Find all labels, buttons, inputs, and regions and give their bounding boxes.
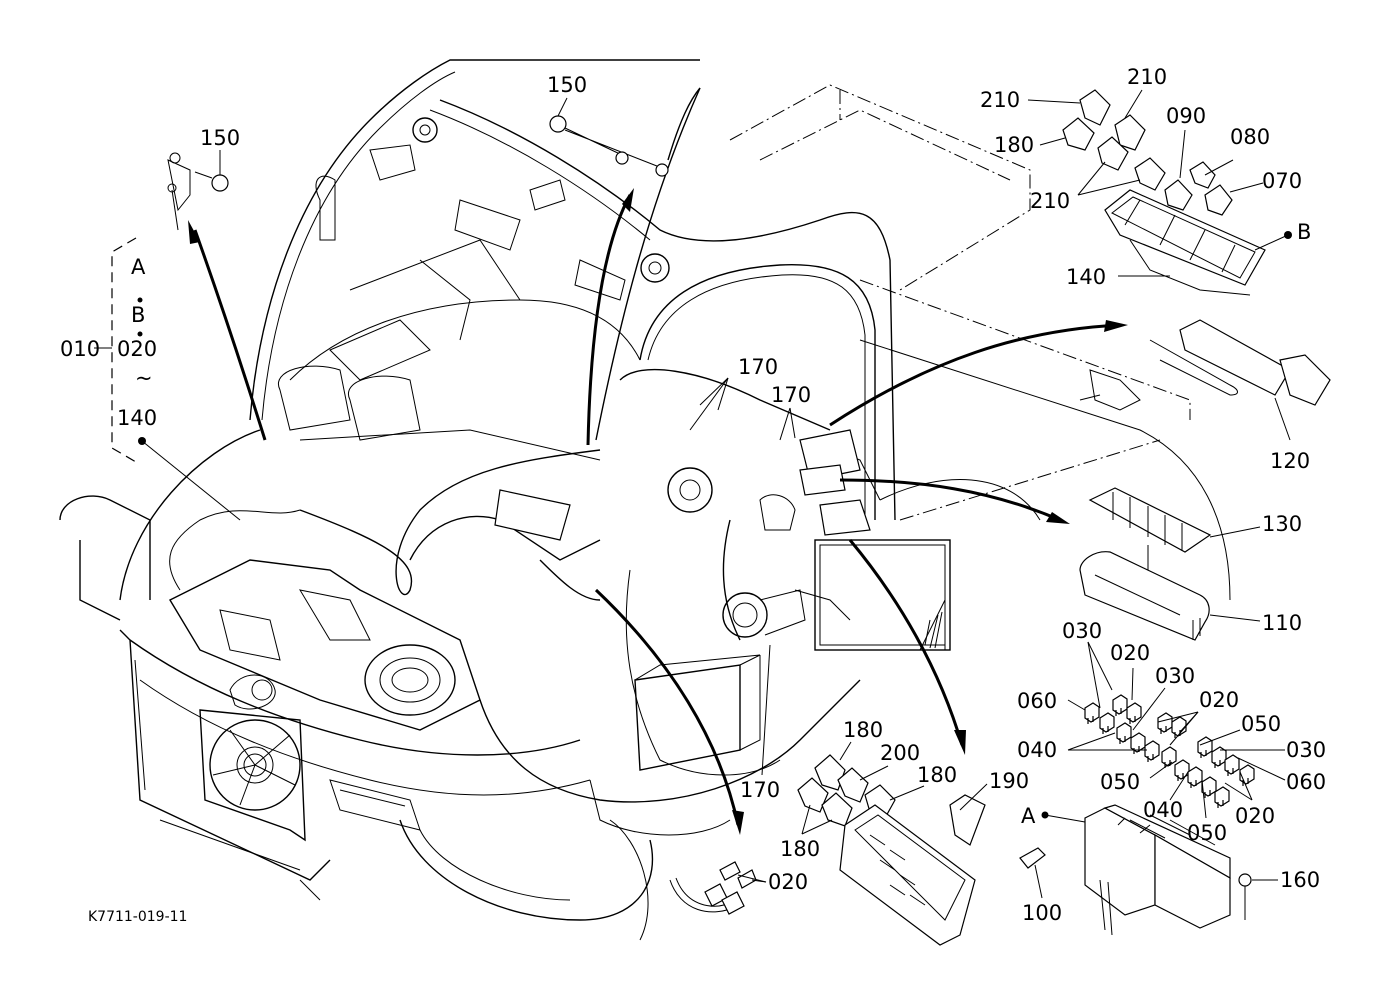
callout-leaders [219, 89, 1292, 776]
group-item-tilde: ~ [135, 366, 153, 390]
vehicle-body-drawing [59, 59, 1231, 941]
callout-090: 090 [1166, 104, 1206, 128]
mini-fuse-icon [1214, 786, 1230, 808]
callout-030-c: 030 [1286, 738, 1326, 762]
inline-fuse-box-drawing [494, 429, 871, 541]
group-bracket-010: 010 A B 020 ~ 140 [60, 237, 241, 521]
mini-fuse-icon [1239, 764, 1255, 786]
group-label-010: 010 [60, 337, 100, 361]
radiator-fan-drawing [199, 709, 306, 842]
group-item-a: A [131, 255, 146, 279]
callout-170-c: 170 [740, 778, 780, 802]
arrow-head [188, 220, 200, 244]
callout-040-b: 040 [1143, 798, 1183, 822]
callout-050-c: 050 [1187, 821, 1227, 845]
callout-180-c: 180 [917, 763, 957, 787]
ground-bolt-top [549, 115, 669, 177]
callout-060-b: 060 [1286, 770, 1326, 794]
mini-fuse-icon [1187, 766, 1203, 788]
callout-a: A [1021, 804, 1036, 828]
relay-cluster-a [669, 754, 1252, 946]
relay-cluster-b [1062, 89, 1331, 406]
separator-dot [137, 331, 143, 337]
radiator-drawing [814, 539, 951, 651]
callout-190: 190 [989, 769, 1029, 793]
callout-020-c: 020 [1235, 804, 1275, 828]
group-item-140: 140 [117, 406, 157, 430]
callout-150-left: 150 [200, 126, 240, 150]
callout-020-d: 020 [768, 870, 808, 894]
callout-030-a: 030 [1062, 619, 1102, 643]
callout-070: 070 [1262, 169, 1302, 193]
callout-130: 130 [1262, 512, 1302, 536]
callout-150-top: 150 [547, 73, 587, 97]
mini-fuse-icon [1126, 702, 1142, 724]
main-harness-drawing [169, 368, 1141, 776]
battery-drawing [634, 654, 761, 771]
engine-components-drawing [667, 467, 806, 638]
mini-fuse-icon [1116, 722, 1132, 744]
callout-200: 200 [880, 741, 920, 765]
mini-fuse-icon [1174, 759, 1190, 781]
callout-040-a: 040 [1017, 738, 1057, 762]
mini-fuse-icon [1144, 740, 1160, 762]
fuse-cover-parts [1079, 487, 1212, 641]
callout-050-a: 050 [1241, 712, 1281, 736]
mini-fuse-icon [1130, 732, 1146, 754]
mini-fuse-icon [1112, 694, 1128, 716]
group-item-020: 020 [117, 337, 157, 361]
group-item-b: B [131, 303, 145, 327]
callout-170-a: 170 [738, 355, 778, 379]
callout-060-a: 060 [1017, 689, 1057, 713]
mini-fuse-icon [1157, 712, 1173, 734]
heater-assembly-drawing [169, 559, 481, 731]
mini-fuse-icon [1084, 702, 1100, 724]
callout-210-b: 210 [1127, 65, 1167, 89]
mini-fuse-icon [1161, 746, 1177, 768]
callout-b: B [1297, 220, 1311, 244]
mini-fuse-cluster [1084, 694, 1255, 808]
ground-bolt-left [167, 152, 229, 231]
mini-fuse-icon [1201, 776, 1217, 798]
mini-fuse-icon [1224, 754, 1240, 776]
callout-180-d: 180 [780, 837, 820, 861]
callout-120: 120 [1270, 449, 1310, 473]
callout-160: 160 [1280, 868, 1320, 892]
drawing-code: K7711-019-11 [88, 909, 187, 925]
callout-050-b: 050 [1100, 770, 1140, 794]
callout-140: 140 [1066, 265, 1106, 289]
callout-170-b: 170 [771, 383, 811, 407]
separator-dot [137, 297, 143, 303]
callout-110: 110 [1262, 611, 1302, 635]
callout-080: 080 [1230, 125, 1270, 149]
mini-fuse-icon [1197, 736, 1213, 758]
callout-020-b: 020 [1199, 688, 1239, 712]
callout-180-b: 180 [843, 718, 883, 742]
callout-020-a: 020 [1110, 641, 1150, 665]
callout-210-c: 210 [1030, 189, 1070, 213]
roof-components-drawing [315, 117, 670, 301]
callout-180-top: 180 [994, 133, 1034, 157]
mini-fuse-icon [1099, 712, 1115, 734]
callout-leaders-lower [737, 641, 1286, 899]
callout-labels: 150 150 210 210 180 090 080 210 070 B 14… [200, 65, 1326, 925]
callout-030-b: 030 [1155, 664, 1195, 688]
direction-arrows [188, 87, 1128, 835]
callout-100: 100 [1022, 901, 1062, 925]
mini-fuse-icon [1211, 746, 1227, 768]
callout-210-a: 210 [980, 88, 1020, 112]
